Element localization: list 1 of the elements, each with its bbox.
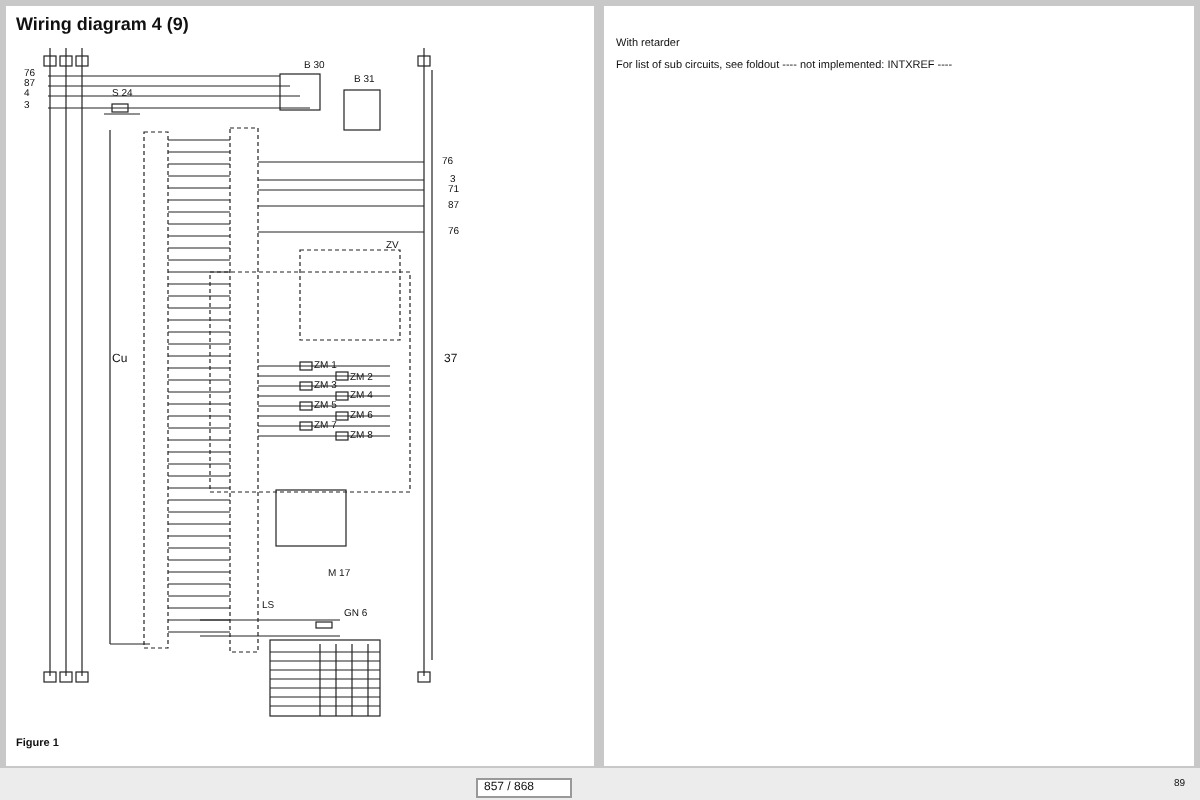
diagram-title: Wiring diagram 4 (9) xyxy=(16,16,189,34)
